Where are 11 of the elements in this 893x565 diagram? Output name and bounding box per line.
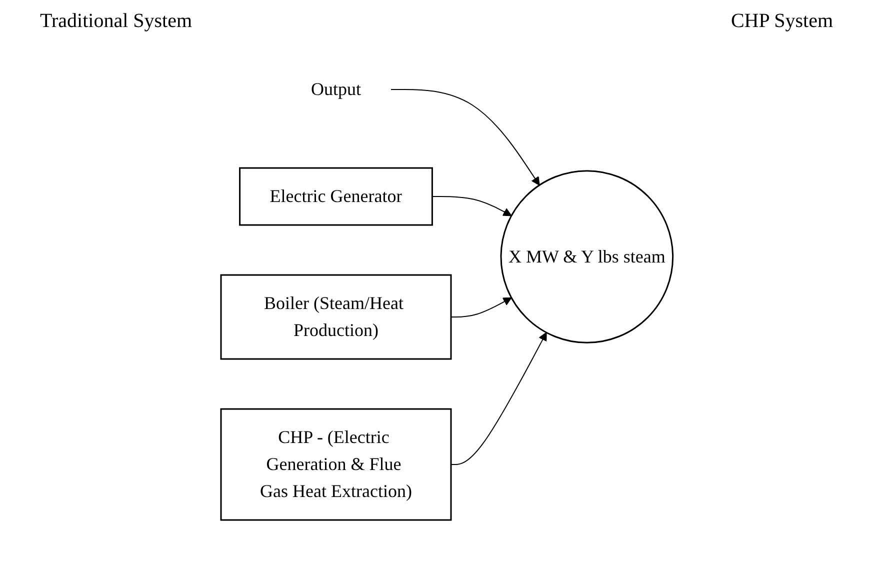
arrow	[431, 196, 512, 216]
arrow	[450, 297, 512, 318]
node-circle: X MW & Y lbs steam	[500, 170, 674, 344]
node-box: CHP - (Electric Generation & Flue Gas Heat Extraction)	[220, 408, 452, 521]
section-heading: CHP System	[730, 10, 833, 33]
node-text: Output	[310, 79, 361, 99]
node-box: Boiler (Steam/Heat Production)	[220, 274, 452, 360]
arrow	[390, 89, 540, 186]
section-heading: Traditional System	[40, 10, 192, 33]
arrow	[450, 332, 546, 465]
node-box: Electric Generator	[238, 167, 433, 226]
